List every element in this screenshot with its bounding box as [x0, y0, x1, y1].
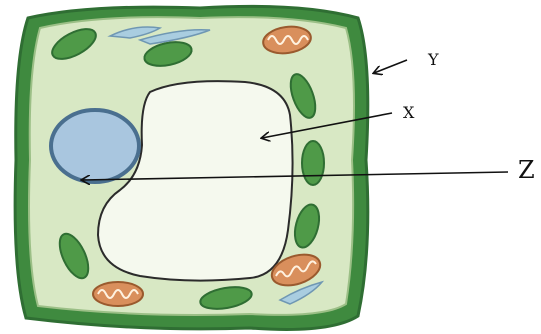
arrow-y: [374, 60, 407, 73]
label-z: Z: [518, 156, 535, 184]
chloroplast: [302, 141, 324, 185]
nucleus: [51, 110, 139, 182]
mitochondrion: [93, 282, 143, 306]
label-y: Y: [427, 50, 439, 69]
label-x: X: [403, 103, 415, 122]
